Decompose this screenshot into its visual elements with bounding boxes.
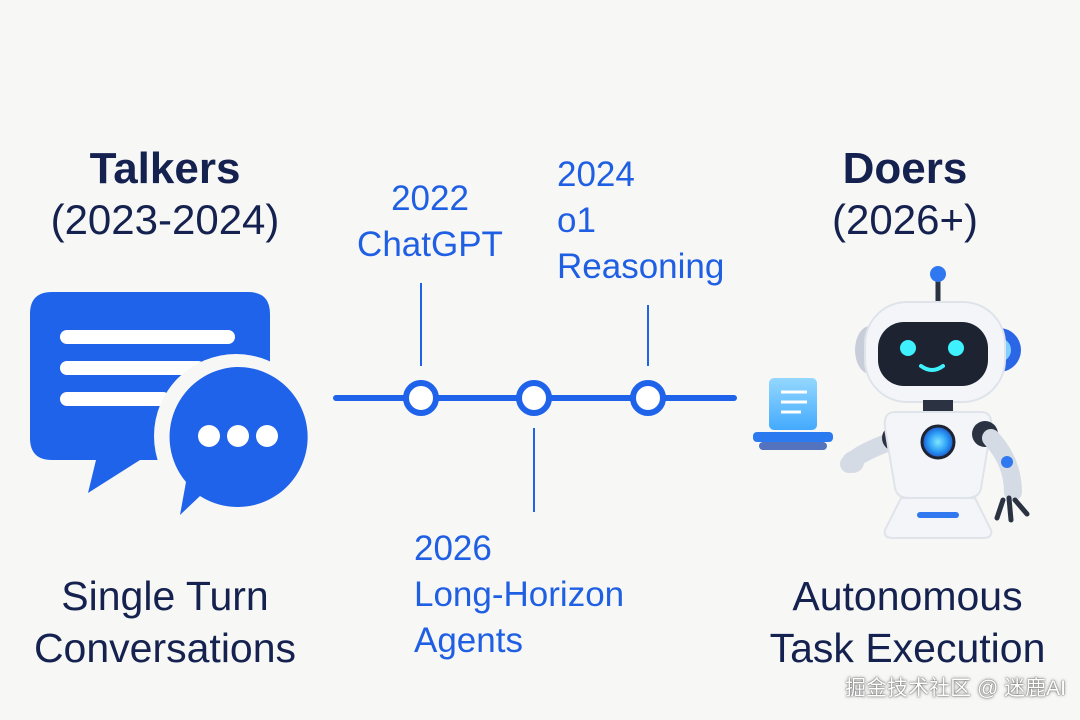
milestone-label-2022: 2022 ChatGPT — [340, 176, 520, 268]
milestone-year: 2024 — [557, 152, 767, 198]
right-elbow — [1001, 456, 1013, 468]
right-eye — [948, 340, 964, 356]
robot-visor — [878, 322, 988, 386]
milestone-label-2024: 2024 o1 Reasoning — [557, 152, 767, 291]
robot-icon — [745, 262, 1065, 552]
milestone-name: ChatGPT — [340, 222, 520, 268]
milestone-node-2024 — [633, 383, 663, 413]
milestone-year: 2022 — [340, 176, 520, 222]
holographic-document-icon — [769, 378, 817, 430]
antenna-tip — [930, 266, 946, 282]
talkers-caption-line1: Single Turn — [0, 570, 330, 622]
right-claw — [997, 498, 1027, 520]
doers-caption-line1: Autonomous — [745, 570, 1070, 622]
doers-caption-line2: Task Execution — [745, 622, 1070, 674]
doers-caption: Autonomous Task Execution — [745, 570, 1070, 674]
talkers-caption: Single Turn Conversations — [0, 570, 330, 674]
milestone-label-2026: 2026 Long-Horizon Agents — [414, 526, 684, 665]
milestone-name-line1: Long-Horizon — [414, 572, 684, 618]
base-light — [917, 512, 959, 518]
milestone-year: 2026 — [414, 526, 684, 572]
tray — [753, 432, 833, 442]
milestone-node-2026 — [519, 383, 549, 413]
watermark: 掘金技术社区 @ 迷鹿AI — [845, 672, 1066, 702]
tray-glow — [759, 442, 827, 450]
left-hand — [842, 451, 864, 473]
milestone-node-2022 — [406, 383, 436, 413]
milestone-name-line2: Agents — [414, 618, 684, 664]
left-eye — [900, 340, 916, 356]
talkers-caption-line2: Conversations — [0, 622, 330, 674]
milestone-name-line1: o1 — [557, 198, 767, 244]
milestone-name-line2: Reasoning — [557, 244, 767, 290]
